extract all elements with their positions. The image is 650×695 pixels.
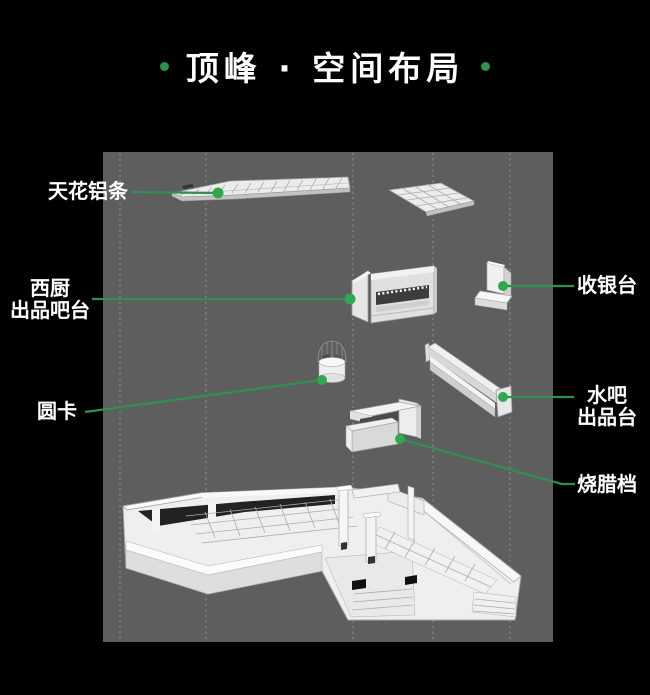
leader-ceiling (131, 190, 219, 195)
label-west-kitchen-bar: 西厨 出品吧台 (10, 277, 90, 321)
leader-bbq (399, 437, 575, 486)
page-title: 顶峰 · 空间布局 (0, 42, 650, 90)
label-water-bar: 水吧 出品台 (577, 384, 637, 428)
floor-plan-model (122, 483, 522, 621)
label-bbq: 烧腊档 (577, 472, 637, 496)
leader-lines (84, 187, 575, 486)
leader-round-booth (84, 378, 323, 414)
label-water-bar-line1: 水吧 (587, 383, 627, 407)
title-accent-dot-right (481, 61, 491, 71)
west-kitchen-bar-model (351, 265, 437, 324)
label-west-kitchen-line1: 西厨 (30, 276, 70, 300)
anchor-dot-west-kitchen (344, 293, 356, 305)
ceiling-strips-model-small (387, 182, 476, 217)
anchor-dot-ceiling (212, 187, 224, 199)
bbq-station-model (345, 398, 421, 453)
title-accent-dot-left (159, 61, 169, 71)
anchor-dot-water-bar (498, 392, 508, 402)
label-round-booth: 圆卡 (37, 399, 77, 423)
water-bar-model (424, 342, 513, 418)
label-west-kitchen-line2: 出品吧台 (10, 298, 90, 322)
anchor-dot-round-booth (317, 375, 327, 385)
title-text: 顶峰 · 空间布局 (185, 49, 465, 88)
label-ceiling-strips: 天花铝条 (48, 179, 128, 203)
anchor-dot-cashier (498, 281, 508, 291)
label-cashier: 收银台 (577, 273, 637, 297)
cashier-counter-model (474, 261, 513, 311)
anchor-dot-bbq (395, 434, 405, 444)
label-water-bar-line2: 出品台 (577, 405, 637, 429)
